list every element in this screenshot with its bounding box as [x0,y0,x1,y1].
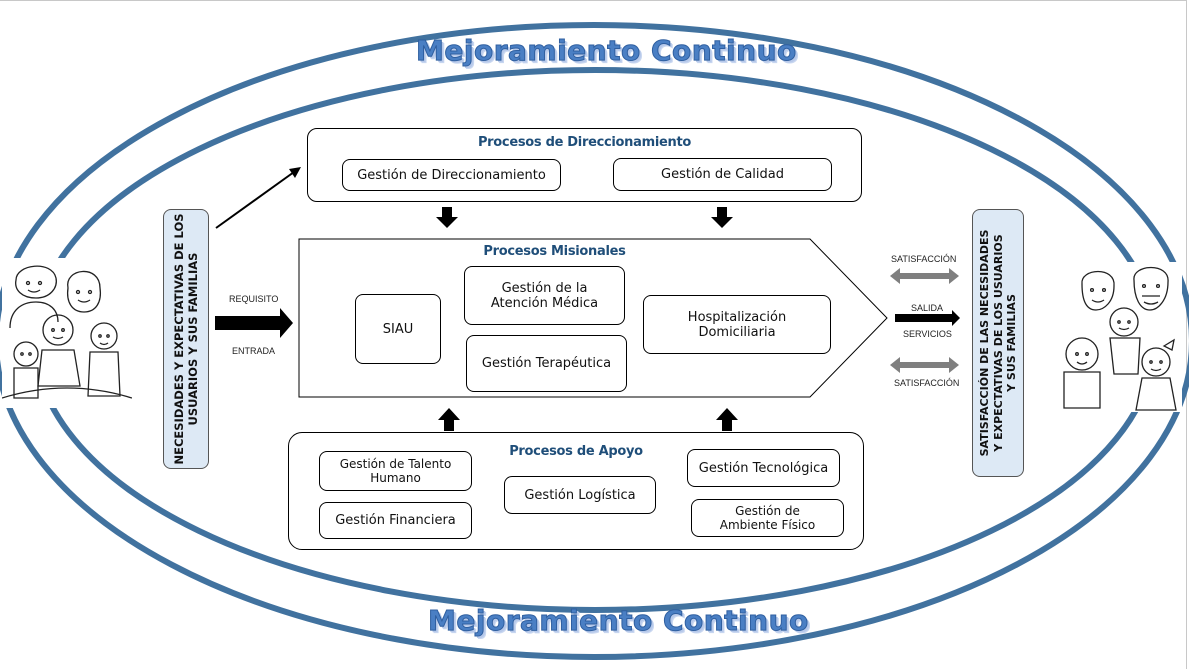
siau-box[interactable]: SIAU [355,294,441,364]
satisfaction-text: SATISFACCIÓN DE LAS NECESIDADES Y EXPECT… [978,230,1019,457]
direccionamiento-group: Procesos de Direccionamiento Gestión de … [307,128,862,202]
ambiente-fisico-box[interactable]: Gestión de Ambiente Físico [691,499,844,537]
direccionamiento-title: Procesos de Direccionamiento [477,135,692,150]
satisfaction-arrow-top-icon [890,268,959,284]
hosp-line-2: Domiciliaria [698,324,776,340]
misionales-group: Procesos Misionales SIAU Gestión de la A… [299,239,887,397]
ambiente-line-2: Ambiente Físico [719,518,816,532]
family-illustration-left [2,258,132,408]
satisfaction-line-3: Y SUS FAMILIAS [1004,294,1018,392]
talento-line-1: Gestión de Talento [339,457,452,471]
misionales-title: Procesos Misionales [483,244,626,259]
satisfaction-line-2: Y EXPECTATIVAS DE LOS USUARIOS [991,234,1005,452]
talento-humano-box[interactable]: Gestión de Talento Humano [319,451,472,491]
family-illustration-right [1052,262,1182,412]
logistica-box[interactable]: Gestión Logística [504,476,656,514]
talento-line-2: Humano [370,471,421,485]
down-arrow-left-icon [436,207,458,228]
hosp-line-1: Hospitalización [687,309,787,325]
banner-bottom: Mejoramiento Continuo [428,604,809,638]
diagonal-arrow-icon [215,167,301,229]
output-arrow-icon [895,310,960,326]
gestion-direccionamiento-box[interactable]: Gestión de Direccionamiento [342,159,561,191]
atencion-medica-box[interactable]: Gestión de la Atención Médica [464,266,625,325]
hospitalizacion-box[interactable]: Hospitalización Domiciliaria [643,295,831,354]
terapeutica-box[interactable]: Gestión Terapéutica [466,335,627,392]
apoyo-group: Procesos de Apoyo Gestión de Talento Hum… [288,432,864,550]
satisfaction-arrow-bottom-icon [890,357,959,373]
needs-line-2: USUARIOS Y SUS FAMILIAS [186,252,200,426]
outer-ellipse [0,22,1189,660]
gestion-calidad-box[interactable]: Gestión de Calidad [613,158,832,191]
atencion-line-2: Atención Médica [490,295,599,311]
needs-line-1: NECESIDADES Y EXPECTATIVAS DE LOS [172,213,186,465]
financiera-box[interactable]: Gestión Financiera [319,502,472,539]
down-arrow-right-icon [711,207,733,228]
label-satisfaccion-top: SATISFACCIÓN [891,254,957,264]
atencion-line-1: Gestión de la [501,280,588,296]
apoyo-title: Procesos de Apoyo [509,444,643,459]
needs-expectations-box: NECESIDADES Y EXPECTATIVAS DE LOS USUARI… [163,209,209,469]
up-arrow-right-icon [716,408,738,431]
label-servicios: SERVICIOS [903,329,952,339]
banner-top: Mejoramiento Continuo [416,34,797,68]
label-satisfaccion-bottom: SATISFACCIÓN [894,378,960,388]
up-arrow-left-icon [438,408,460,431]
label-requisito: REQUISITO [229,294,279,304]
satisfaction-box: SATISFACCIÓN DE LAS NECESIDADES Y EXPECT… [972,209,1024,477]
label-entrada: ENTRADA [232,346,276,356]
label-salida: SALIDA [911,303,944,313]
input-arrow-icon [215,308,293,338]
tecnologica-box[interactable]: Gestión Tecnológica [687,449,840,487]
needs-expectations-text: NECESIDADES Y EXPECTATIVAS DE LOS USUARI… [172,213,200,464]
satisfaction-line-1: SATISFACCIÓN DE LAS NECESIDADES [977,229,991,457]
ambiente-line-1: Gestión de [735,504,800,518]
